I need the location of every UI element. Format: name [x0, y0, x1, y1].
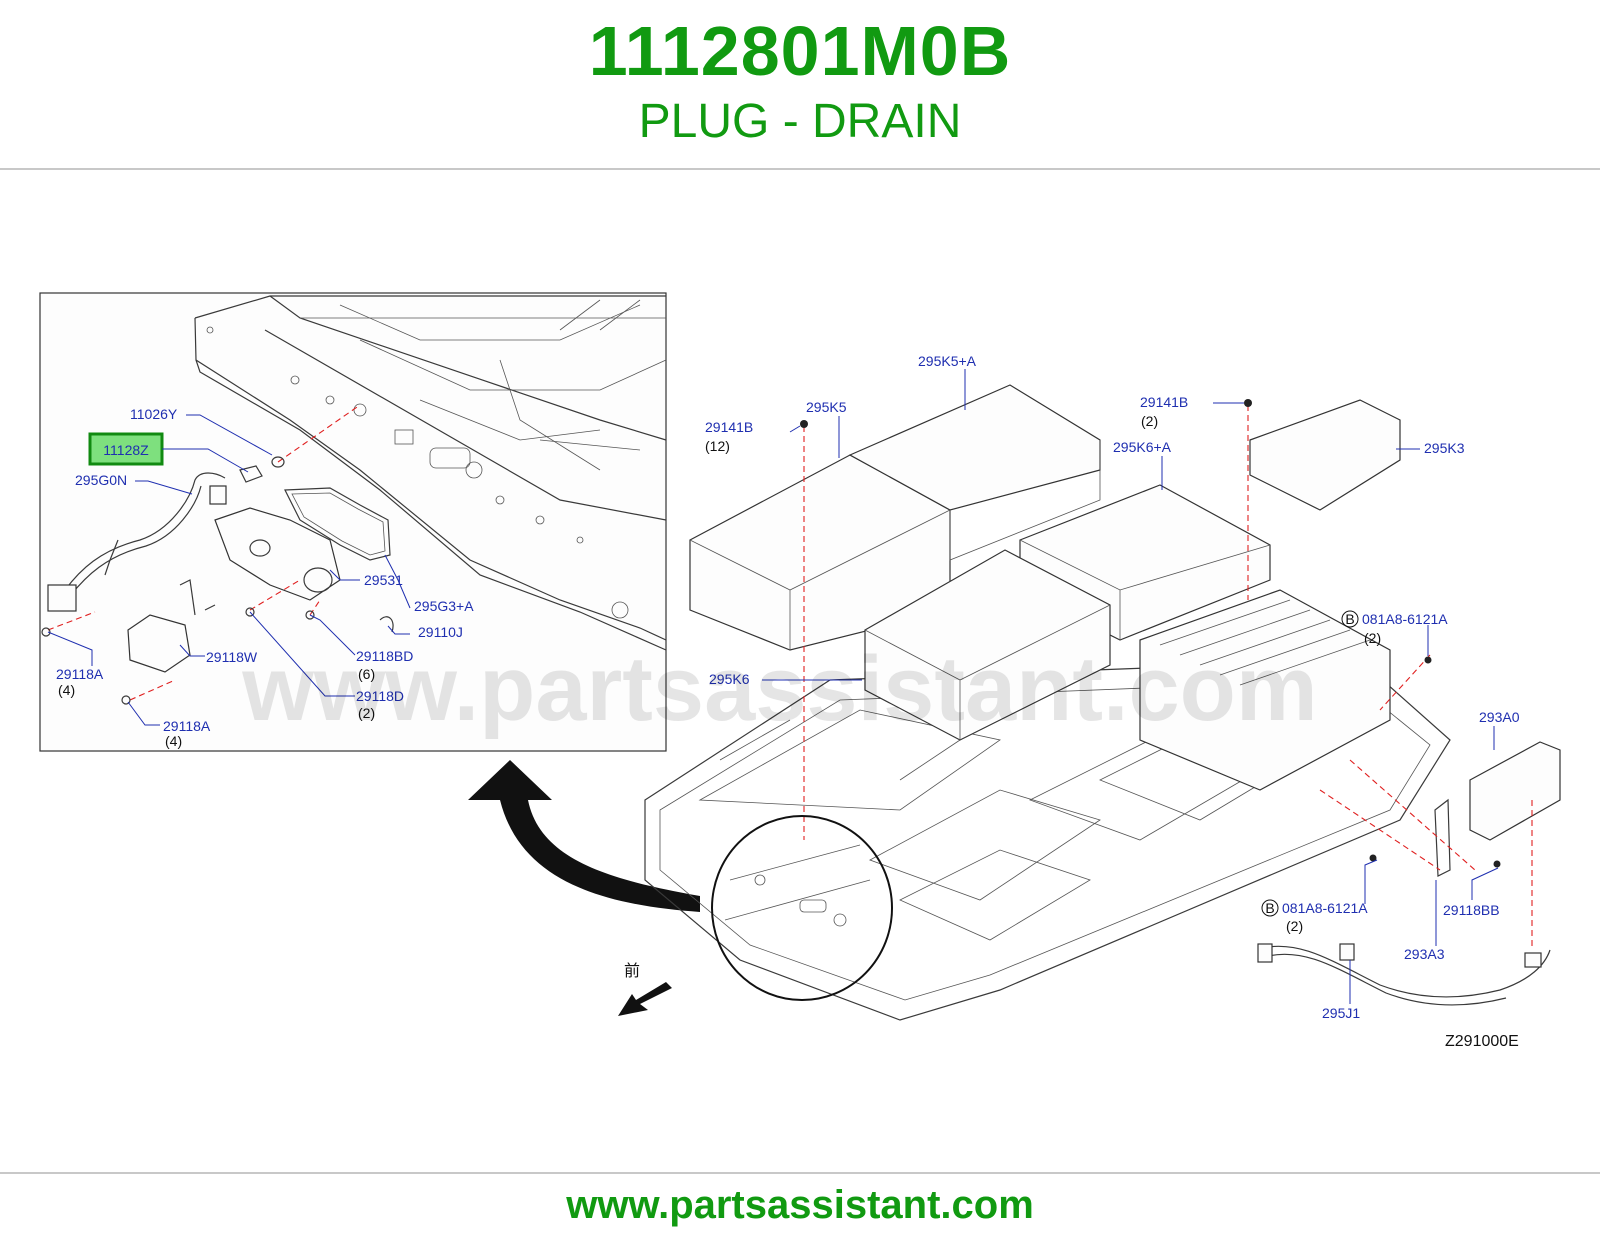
callout-29118A-left[interactable]: 29118A — [56, 666, 104, 682]
highlight-box-11128Z — [88, 432, 164, 466]
cover-295K3 — [1249, 399, 1401, 511]
diagram-reference-code: Z291000E — [1445, 1033, 1519, 1050]
callout-29118D[interactable]: 29118D — [356, 688, 404, 704]
page-header: 1112801M0B PLUG - DRAIN — [0, 0, 1600, 168]
qty-29141B-right: (2) — [1141, 413, 1158, 429]
callout-11026Y[interactable]: 11026Y — [130, 406, 178, 422]
callout-295J1[interactable]: 295J1 — [1322, 1005, 1360, 1021]
front-direction-indicator: 前 — [618, 962, 672, 1016]
battery-assembly-view — [644, 384, 1561, 1021]
callout-29110J[interactable]: 29110J — [418, 624, 463, 640]
front-arrow-icon — [618, 982, 672, 1016]
callout-295G3-A[interactable]: 295G3+A — [414, 598, 474, 614]
qty-29118BD: (6) — [358, 666, 375, 682]
drain-plug — [239, 465, 263, 483]
drain-plug-gasket — [271, 456, 285, 468]
marker-B-upper — [1341, 610, 1359, 628]
callout-29141B-left[interactable]: 29141B — [705, 419, 753, 435]
watermark-text: www.partsassistant.com — [241, 638, 1317, 740]
seal-gasket — [284, 487, 391, 561]
callout-293A3[interactable]: 293A3 — [1404, 946, 1445, 962]
callout-29531[interactable]: 29531 — [364, 572, 403, 588]
callout-29118BB[interactable]: 29118BB — [1443, 902, 1500, 918]
part-number-title: 1112801M0B — [588, 12, 1012, 90]
callout-295K6[interactable]: 295K6 — [709, 671, 750, 687]
main-leaders — [762, 369, 1499, 1004]
callout-295K5-A[interactable]: 295K5+A — [918, 353, 977, 369]
callout-295K3[interactable]: 295K3 — [1424, 440, 1465, 456]
qty-29118A-left: (4) — [58, 682, 75, 698]
callout-29118A-bottom[interactable]: 29118A — [163, 718, 211, 734]
cell-stack — [1139, 589, 1391, 791]
qty-081A8-6121A-lower: (2) — [1286, 918, 1303, 934]
callout-11128Z[interactable]: 11128Z — [103, 442, 149, 458]
interlock-switch — [127, 614, 191, 673]
module-295K6 — [864, 549, 1111, 741]
marker-B-lower — [1261, 899, 1279, 917]
callout-081A8-6121A-upper[interactable]: 081A8-6121A — [1362, 611, 1448, 627]
callout-29118W[interactable]: 29118W — [206, 649, 258, 665]
footer-divider — [0, 1172, 1600, 1174]
main-callouts: 295K5+A 295K5 29141B (12) 29141B (2) 295… — [705, 353, 1520, 1021]
marker-B-upper-label: B — [1345, 611, 1354, 627]
inset-drain-plug-parts — [41, 404, 394, 705]
detail-callout-arrow — [468, 760, 700, 912]
controller-293A0 — [1469, 741, 1561, 841]
harness-295J1 — [1261, 945, 1551, 998]
callout-29118BD[interactable]: 29118BD — [356, 648, 413, 664]
inset-side-member — [194, 295, 667, 651]
front-label: 前 — [624, 962, 640, 980]
harness-connector — [47, 584, 77, 612]
callout-29141B-right[interactable]: 29141B — [1140, 394, 1188, 410]
callout-295K6-A[interactable]: 295K6+A — [1113, 439, 1172, 455]
qty-29141B-left: (12) — [705, 438, 730, 454]
callout-293A0[interactable]: 293A0 — [1479, 709, 1520, 725]
inset-frame — [39, 292, 667, 752]
part-description: PLUG - DRAIN — [638, 95, 962, 148]
callout-081A8-6121A-lower[interactable]: 081A8-6121A — [1282, 900, 1368, 916]
marker-B-lower-label: B — [1265, 900, 1274, 916]
bracket-293A3 — [1434, 798, 1451, 877]
detail-circle — [711, 815, 893, 1001]
qty-29118D: (2) — [358, 705, 375, 721]
callout-295K5[interactable]: 295K5 — [806, 399, 847, 415]
qty-081A8-6121A-upper: (2) — [1364, 630, 1381, 646]
callout-295G0N[interactable]: 295G0N — [75, 472, 127, 488]
footer-website-link[interactable]: www.partsassistant.com — [566, 1183, 1034, 1227]
inset-detail-view: 11128Z 11026Y 295G0N 29531 295G3+A 29110… — [39, 292, 667, 752]
header-divider — [0, 168, 1600, 170]
qty-29118A-bottom: (4) — [165, 733, 182, 749]
